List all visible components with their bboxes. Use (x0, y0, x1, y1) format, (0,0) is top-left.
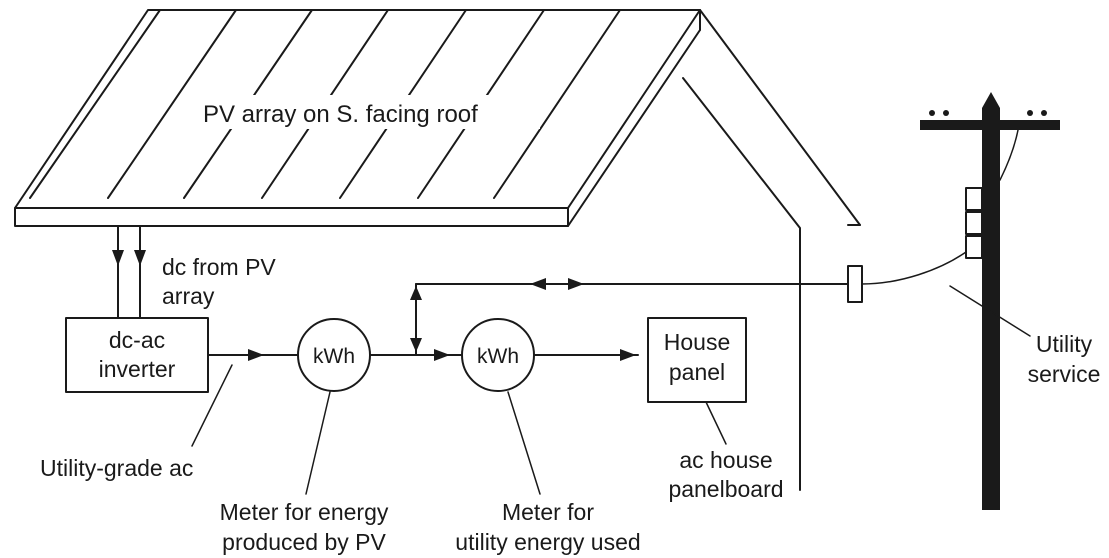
dc-from-pv-label-line2: array (162, 283, 215, 309)
meter-pv-desc-line2: produced by PV (222, 529, 386, 555)
pv-kwh-meter-label: kWh (313, 345, 355, 368)
annotation-leaders (191, 285, 1031, 495)
feed-arrow-right (568, 278, 584, 290)
ac-arrow-2 (434, 349, 450, 361)
ac-arrow-1 (248, 349, 264, 361)
pole-top (982, 92, 1000, 108)
house-panel-label-line2: panel (669, 359, 725, 385)
roof-label-bg (200, 95, 540, 129)
utility-service-label-line1: Utility (1036, 331, 1093, 357)
dc-arrow-2 (134, 250, 146, 266)
dc-arrow-1 (112, 250, 124, 266)
utility-grade-ac-label: Utility-grade ac (40, 455, 193, 481)
ac-arrow-3 (620, 349, 636, 361)
riser-arrow-up (410, 286, 422, 300)
pole-line-tap (999, 129, 1019, 181)
insulator-1 (929, 110, 935, 116)
feed-arrow-left (530, 278, 546, 290)
panelboard-label-line2: panelboard (668, 476, 783, 502)
roof-label: PV array on S. facing roof (203, 101, 478, 128)
house-panel-box (647, 317, 747, 403)
roof-edge (14, 207, 569, 227)
pole-transformer-3 (965, 235, 983, 259)
panelboard-label-line1: ac house (679, 447, 772, 473)
insulator-2 (943, 110, 949, 116)
pv-roof (14, 9, 861, 491)
pole-crossarm (920, 120, 1060, 130)
house-panel-label-line1: House (664, 329, 730, 355)
insulator-4 (1041, 110, 1047, 116)
leader-meter-pv (305, 391, 331, 495)
pole-shaft (982, 108, 1000, 510)
riser-arrow-down (410, 338, 422, 352)
service-drop (861, 251, 967, 285)
utility-service-label-line2: service (1028, 361, 1101, 387)
inverter-label-line1: dc-ac (109, 327, 165, 353)
leader-utility-service (949, 285, 1031, 337)
roof-edge-side (567, 29, 701, 227)
roof-back-slope (699, 9, 861, 226)
insulator-3 (1027, 110, 1033, 116)
inverter-label-line2: inverter (99, 356, 176, 382)
meter-utility-desc-line2: utility energy used (455, 529, 640, 555)
dc-leads (112, 225, 146, 319)
house-wall (682, 77, 801, 491)
utility-pole (920, 92, 1060, 510)
leader-meter-utility (507, 391, 541, 495)
leader-utility-grade-ac (191, 364, 233, 447)
service-disconnect (847, 265, 863, 303)
utility-kwh-meter-label: kWh (477, 345, 519, 368)
leader-panelboard (705, 401, 727, 445)
meter-pv-desc-line1: Meter for energy (220, 499, 389, 525)
dc-from-pv-label-line1: dc from PV (162, 254, 276, 280)
pole-transformer-2 (965, 211, 983, 235)
pole-transformer-1 (965, 187, 983, 211)
meter-utility-desc-line1: Meter for (502, 499, 594, 525)
